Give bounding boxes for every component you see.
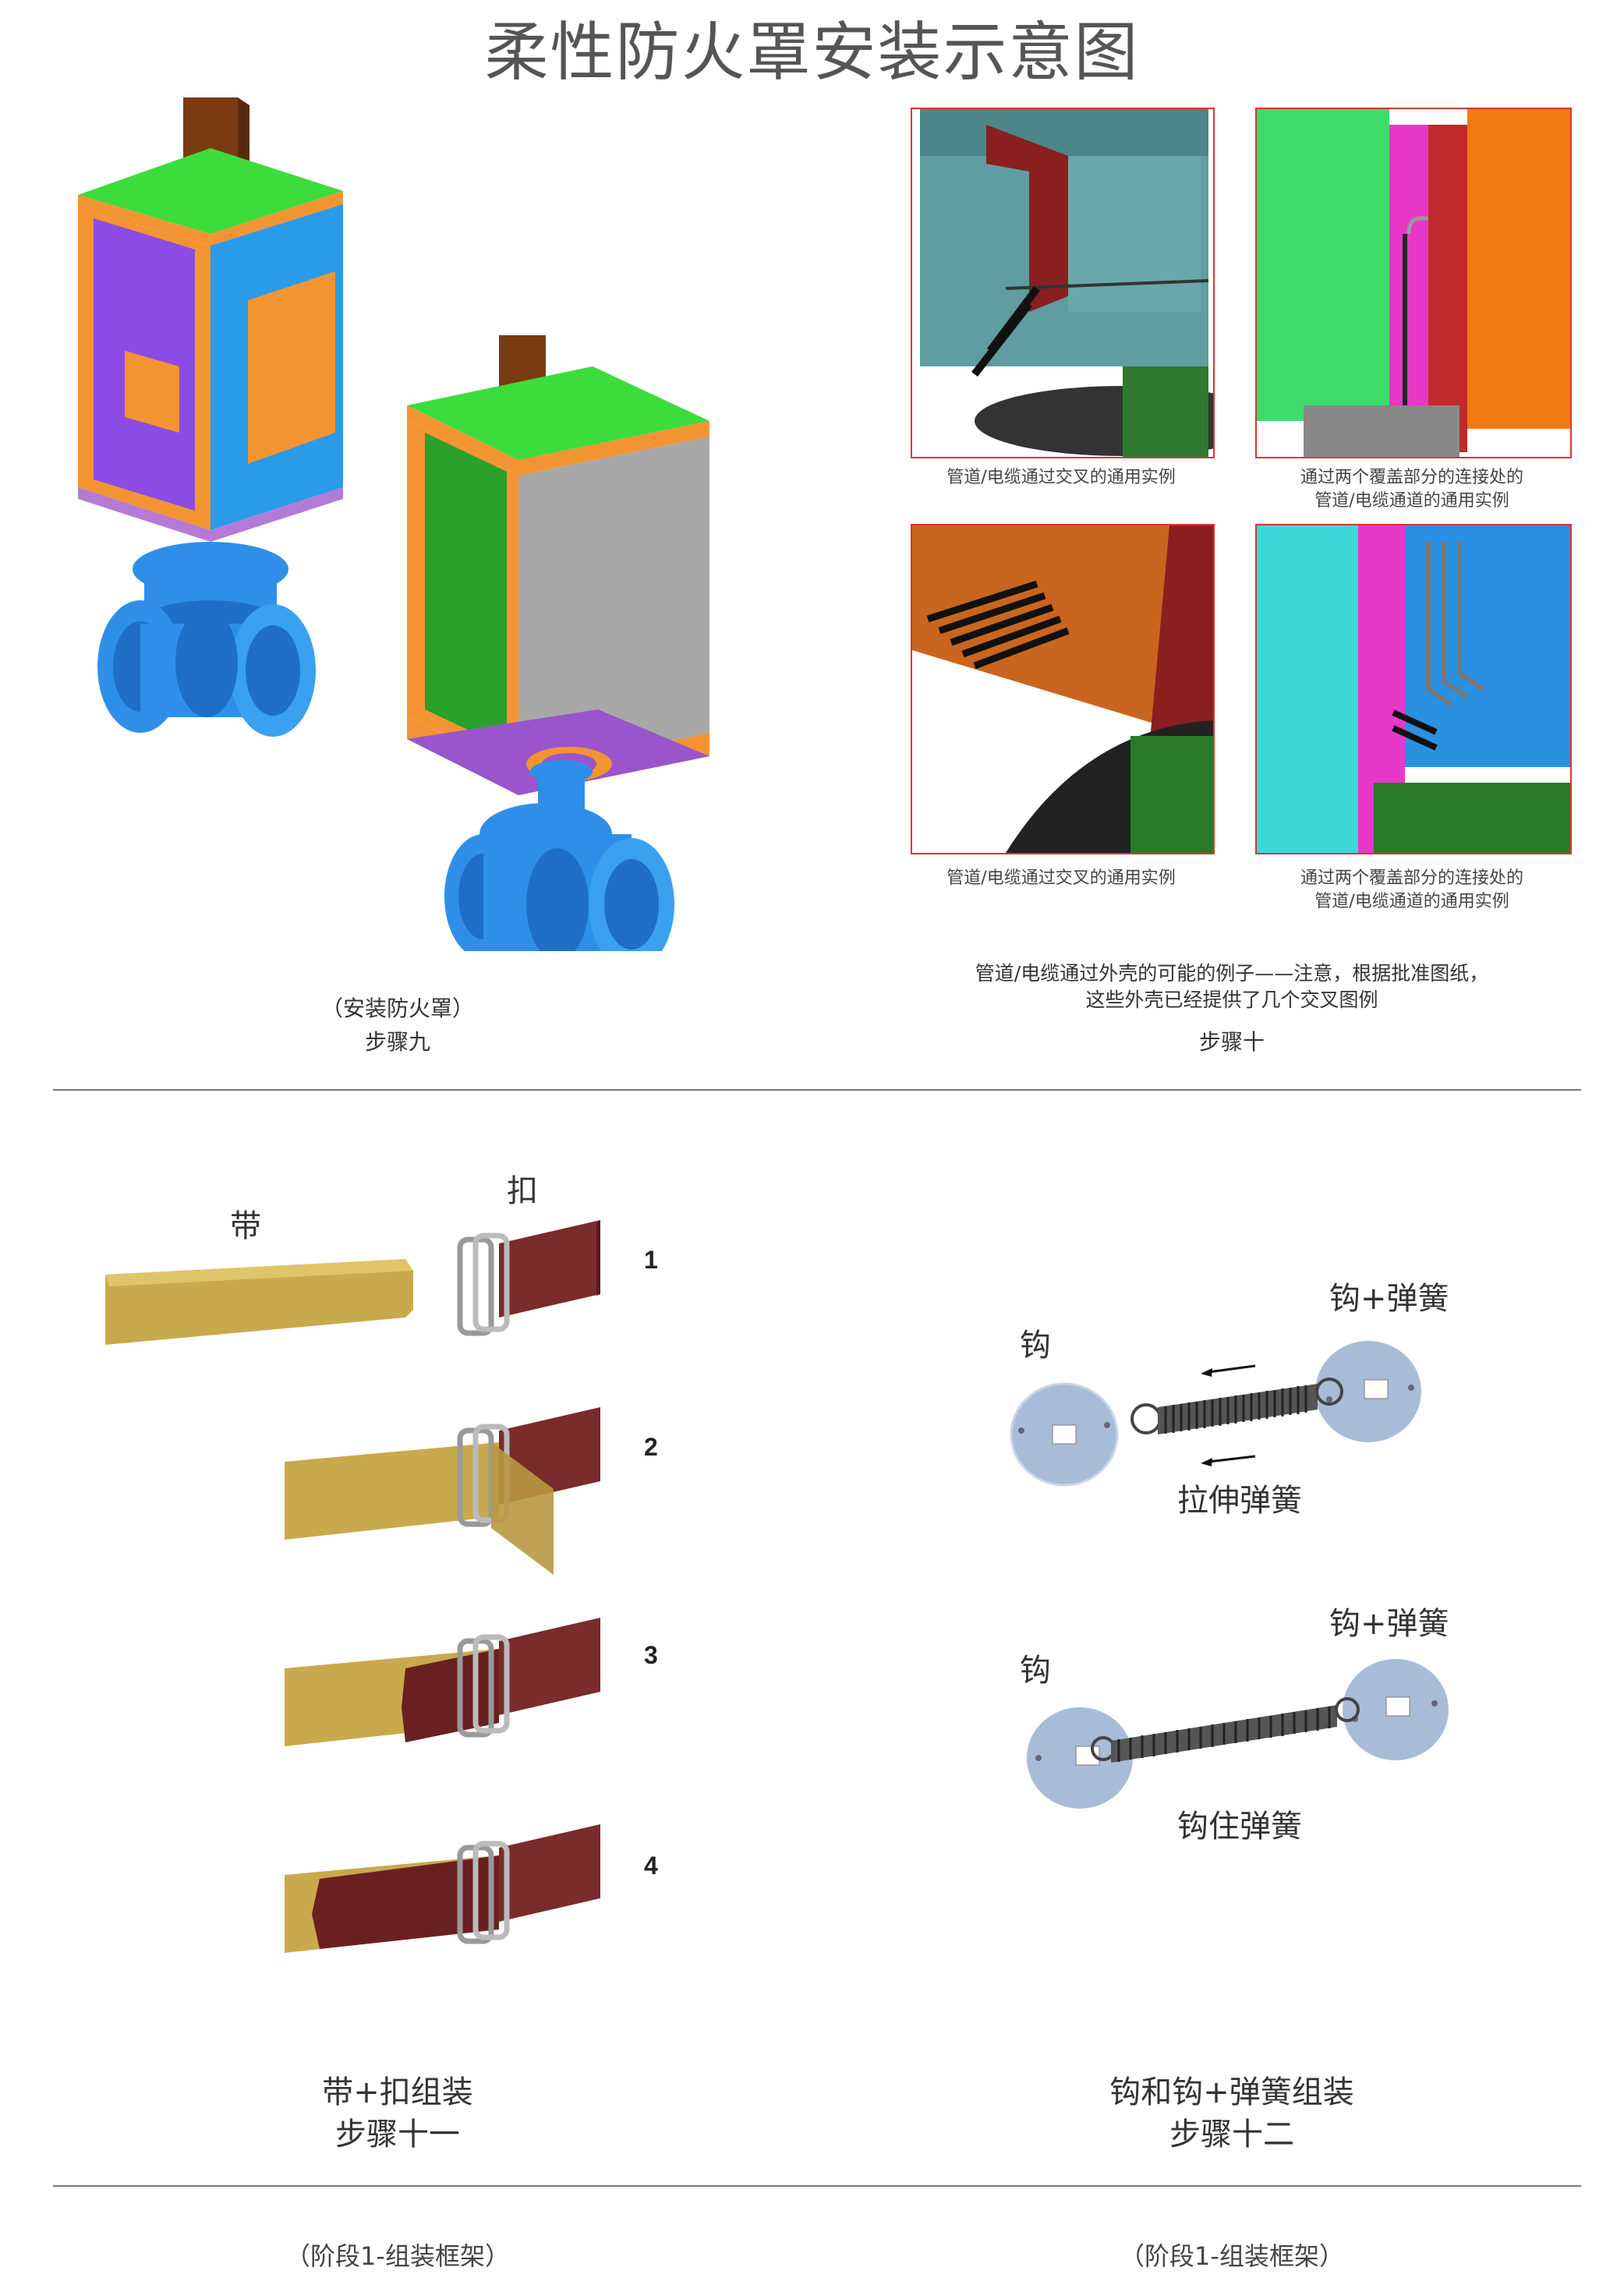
step12-step-label: 步骤十二 — [1169, 2117, 1294, 2152]
step10-photo-4 — [1255, 524, 1572, 854]
step12-name: 钩和钩+弹簧组装 — [1109, 2074, 1354, 2110]
step11-name: 带+扣组装 — [322, 2074, 473, 2110]
hook-spring-label-1: 钩+弹簧 — [1329, 1281, 1449, 1317]
belt-buckle-assembly-illustration — [105, 1220, 600, 1953]
hooked-spring-label: 钩住弹簧 — [1177, 1809, 1302, 1845]
step10-photo-4-caption: 通过两个覆盖部分的连接处的 管道/电缆通道的通用实例 — [1300, 868, 1523, 911]
belt-step-number-1: 1 — [644, 1246, 658, 1274]
step10-photo-1-caption: 管道/电缆通过交叉的通用实例 — [946, 468, 1176, 487]
step10-photo-3 — [911, 524, 1215, 854]
step10-photo-3-caption: 管道/电缆通过交叉的通用实例 — [946, 868, 1176, 888]
stretch-spring-label: 拉伸弹簧 — [1177, 1483, 1302, 1519]
fire-cover-installation-illustration — [78, 97, 709, 951]
step10-note: 管道/电缆通过外壳的可能的例子——注意，根据批准图纸， 这些外壳已经提供了几个交… — [975, 962, 1489, 1011]
section-divider — [53, 1089, 1581, 1091]
belt-buckle-step-1 — [105, 1220, 600, 1345]
fire-cover-box-closed — [407, 335, 709, 951]
step11-footer: （阶段1-组装框架） — [285, 2241, 510, 2271]
step10-step-label: 步骤十 — [1198, 1029, 1265, 1055]
step9-step-label: 步骤九 — [364, 1029, 430, 1055]
fire-cover-box-open — [78, 97, 343, 737]
step10-photo-2-caption: 通过两个覆盖部分的连接处的 管道/电缆通道的通用实例 — [1300, 468, 1523, 511]
step12-footer: （阶段1-组装框架） — [1120, 2241, 1344, 2271]
belt-buckle-step-3 — [285, 1618, 600, 1746]
buckle-label: 扣 — [507, 1173, 538, 1209]
page-title: 柔性防火罩安装示意图 — [484, 16, 1140, 90]
belt-step-number-2: 2 — [644, 1433, 658, 1461]
hook-spring-stretch-illustration — [1010, 1341, 1421, 1487]
hook-label-2: 钩 — [1020, 1653, 1051, 1689]
step11-step-label: 步骤十一 — [335, 2117, 460, 2152]
belt-label: 带 — [230, 1208, 261, 1244]
hook-spring-label-2: 钩+弹簧 — [1329, 1606, 1449, 1642]
hook-spring-hooked-illustration — [1027, 1659, 1449, 1809]
belt-buckle-step-4 — [285, 1824, 600, 1953]
hooked-spring — [1111, 1705, 1337, 1763]
step9-paren-caption: （安装防火罩） — [320, 996, 474, 1021]
tension-spring — [1158, 1384, 1318, 1434]
belt-buckle-step-2 — [285, 1407, 600, 1575]
hook-label-1: 钩 — [1020, 1328, 1051, 1364]
step10-photo-1 — [911, 108, 1215, 458]
belt-step-number-4: 4 — [644, 1852, 658, 1880]
step10-photo-2 — [1255, 108, 1572, 458]
belt-step-number-3: 3 — [644, 1641, 658, 1669]
footer-divider — [53, 2185, 1581, 2187]
